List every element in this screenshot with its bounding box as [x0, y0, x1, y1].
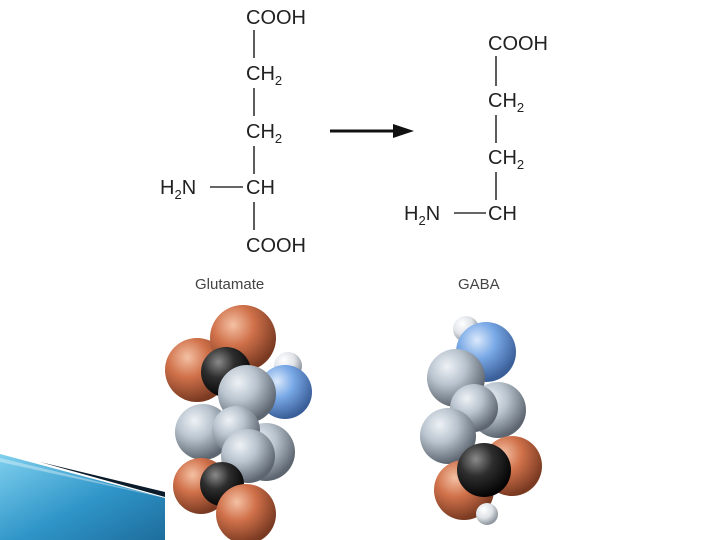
oxygen-atom	[216, 484, 276, 540]
gaba-end-ch: CH	[488, 203, 517, 225]
hydrogen-atom	[476, 503, 498, 525]
gaba-ch2-a: CH2	[488, 90, 524, 115]
glutamate-ch2-a: CH2	[246, 63, 282, 88]
gaba-space-filling-model	[420, 316, 542, 525]
gaba-cooh: COOH	[488, 33, 548, 55]
glutamate-caption: Glutamate	[195, 276, 264, 293]
gaba-formula: COOH CH2 CH2 H2N CH	[404, 33, 548, 228]
slide-accent-decoration	[0, 454, 165, 540]
gaba-amine-group: H2N	[404, 203, 440, 228]
hydrogen-atom	[420, 408, 476, 464]
carbon-atom	[457, 443, 511, 497]
glutamate-ch2-b: CH2	[246, 121, 282, 146]
glutamate-amine-group: H2N	[160, 177, 196, 202]
gaba-ch2-b: CH2	[488, 147, 524, 172]
gaba-caption: GABA	[458, 276, 500, 293]
right-arrow-icon	[330, 124, 414, 138]
glutamate-cooh-bottom: COOH	[246, 235, 306, 257]
glutamate-alpha-ch: CH	[246, 177, 275, 199]
glutamate-space-filling-model	[165, 305, 312, 540]
glutamate-formula: COOH CH2 CH2 H2N CH COOH	[160, 7, 306, 257]
glutamate-cooh-top: COOH	[246, 7, 306, 29]
